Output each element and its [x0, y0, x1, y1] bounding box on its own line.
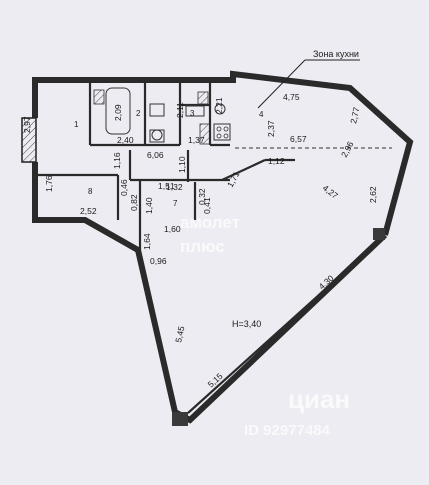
room-number-7: 7	[173, 199, 178, 208]
dim-0-96: 0,96	[150, 256, 167, 266]
watermark-brand: амолет	[180, 213, 240, 232]
room-number-4: 4	[259, 110, 264, 119]
dim-2-77: 2,77	[348, 106, 361, 125]
watermark: амолет плюс циан ID 92977484	[180, 213, 350, 439]
watermark-cian: циан	[288, 384, 350, 414]
dim-1-40: 1,40	[144, 197, 154, 214]
dim-0-41: 0,41	[202, 197, 212, 214]
dim-5-45: 5,45	[173, 325, 186, 344]
dim-1-76: 1,76	[44, 175, 54, 192]
dim-2-97: 2,97	[22, 116, 32, 133]
dim-1-60: 1,60	[164, 224, 181, 234]
dim-6-57: 6,57	[290, 134, 307, 144]
dim-1-64: 1,64	[142, 233, 152, 250]
ceiling-height: H=3,40	[232, 319, 261, 329]
dim-1-10: 1,10	[177, 156, 187, 173]
room-number-8: 8	[88, 187, 93, 196]
dim-2-37: 2,37	[266, 120, 276, 137]
dim-6-06: 6,06	[147, 150, 164, 160]
dim-1-37: 1,37	[188, 135, 205, 145]
room-number-1: 1	[74, 120, 79, 129]
watermark-id: ID 92977484	[244, 422, 331, 439]
dim-0-82: 0,82	[129, 194, 139, 211]
dim-4-75: 4,75	[283, 92, 300, 102]
dim-2-40: 2,40	[117, 135, 134, 145]
watermark-plus: плюс	[180, 237, 225, 256]
dim-1-51: 1,51	[158, 181, 175, 191]
wall-pier	[172, 412, 188, 426]
dim-2-09: 2,09	[113, 104, 123, 121]
kitchen-zone-label: Зона кухни	[313, 49, 359, 59]
dim-2-21: 2,21	[214, 97, 224, 114]
interior-walls	[35, 80, 295, 250]
entrance-door	[21, 117, 37, 163]
wall-pier-2	[373, 228, 385, 240]
bath-fixtures	[93, 87, 231, 145]
room-number-2: 2	[136, 109, 141, 118]
dim-1-12: 1,12	[268, 156, 285, 166]
dim-2-52: 2,52	[80, 206, 97, 216]
dim-2-11: 2,11	[175, 102, 185, 118]
room-number-3: 3	[190, 109, 195, 118]
outer-walls	[32, 70, 414, 424]
callout-leader	[257, 59, 306, 109]
dim-1-16: 1,16	[112, 152, 122, 169]
dim-2-62: 2,62	[368, 186, 378, 203]
dim-0-32: 0,32	[197, 188, 207, 205]
dim-1-32: 1,32	[166, 182, 183, 192]
dim-0-46: 0,46	[119, 179, 129, 196]
